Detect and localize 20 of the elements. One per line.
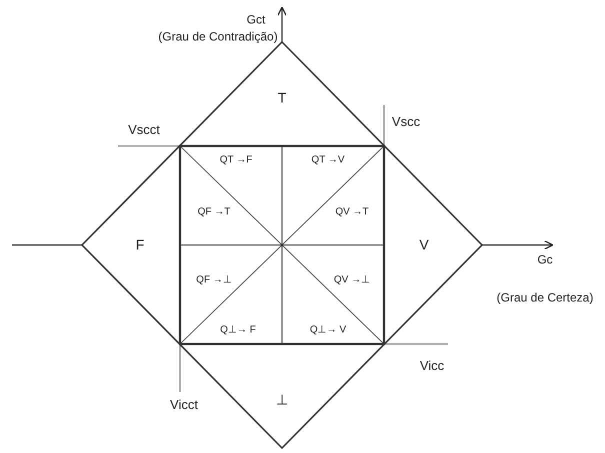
cell-label: QF →T bbox=[198, 206, 230, 218]
axis-label: Gc bbox=[537, 253, 553, 267]
threshold-label: Vicc bbox=[420, 358, 444, 374]
cell-label: Q⊥→ V bbox=[310, 324, 346, 336]
cell-label: QF →⊥ bbox=[196, 274, 232, 286]
axis-label: Gct bbox=[246, 13, 266, 27]
threshold-label: Vscc bbox=[392, 114, 420, 130]
region-label: ⊥ bbox=[276, 392, 288, 408]
cell-label: QT →V bbox=[311, 154, 345, 166]
cell-label: Q⊥→ F bbox=[220, 324, 256, 336]
region-label: V bbox=[419, 237, 429, 253]
region-label: F bbox=[136, 237, 144, 253]
cell-label: QT →F bbox=[220, 154, 252, 166]
threshold-label: Vicct bbox=[170, 398, 198, 412]
cell-label: QV →T bbox=[335, 206, 369, 218]
threshold-label: Vscct bbox=[128, 122, 160, 138]
axis-label: (Grau de Contradição) bbox=[158, 30, 278, 44]
region-label: T bbox=[278, 90, 286, 106]
cell-label: QV →⊥ bbox=[334, 274, 370, 286]
axis-label: (Grau de Certeza) bbox=[496, 291, 594, 305]
